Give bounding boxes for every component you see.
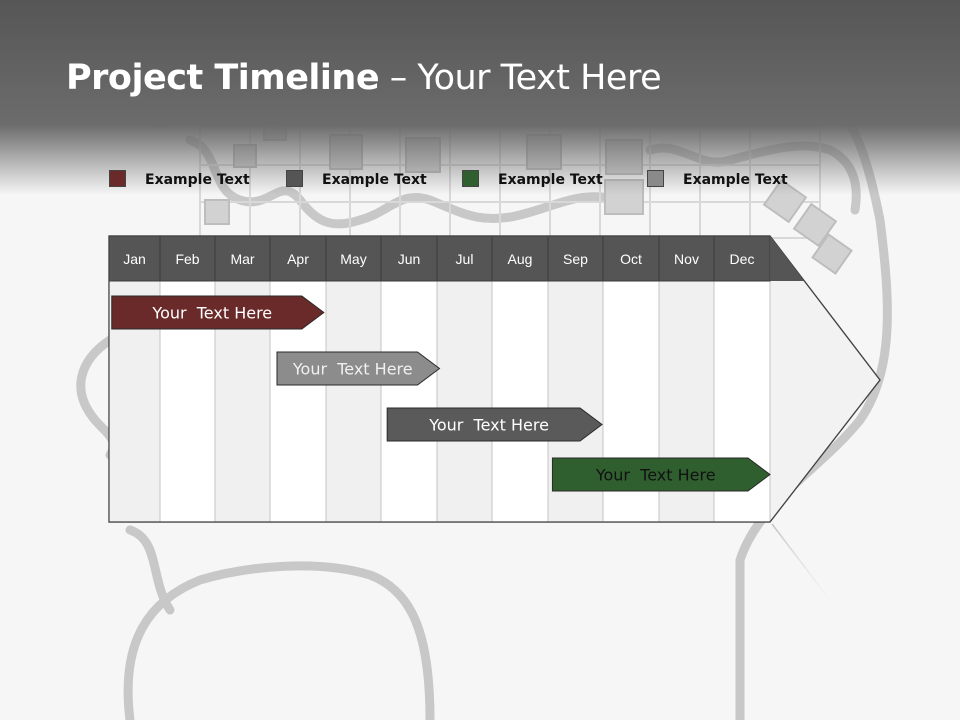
title-rest: – Your Text Here bbox=[379, 58, 662, 98]
legend-label-4: Example Text bbox=[683, 172, 788, 188]
legend-swatch-1 bbox=[109, 170, 126, 187]
task-bar-shape-3 bbox=[386, 407, 603, 442]
title-bold: Project Timeline bbox=[66, 58, 380, 98]
task-bar-label-2: Your Text Here bbox=[292, 360, 413, 379]
month-column-aug bbox=[491, 280, 549, 523]
month-column-jul bbox=[436, 280, 493, 523]
month-header-cell-nov bbox=[658, 235, 715, 282]
month-label-mar: Mar bbox=[230, 251, 254, 267]
task-bar-shape-1 bbox=[111, 295, 325, 330]
legend-label-2: Example Text bbox=[322, 172, 427, 188]
legend-label-1: Example Text bbox=[145, 172, 250, 188]
month-header: Jan Feb Mar Apr May Jun Jul Aug Sep Oct Nov Dec bbox=[108, 235, 771, 282]
month-label-jun: Jun bbox=[398, 251, 421, 267]
month-label-jan: Jan bbox=[123, 251, 146, 267]
month-label-nov: Nov bbox=[674, 251, 699, 267]
month-label-feb: Feb bbox=[175, 251, 199, 267]
task-bar-3[interactable]: Your Text Here bbox=[386, 407, 603, 442]
maze-path-1 bbox=[185, 135, 625, 229]
maze-path-3 bbox=[125, 525, 175, 615]
legend-label-3: Example Text bbox=[498, 172, 603, 188]
task-bar-label-3: Your Text Here bbox=[428, 416, 549, 435]
timeline-arrow-outline bbox=[108, 235, 881, 523]
month-label-may: May bbox=[340, 251, 366, 267]
header-band bbox=[0, 0, 960, 195]
month-header-cell-may bbox=[325, 235, 382, 282]
legend-swatch-4 bbox=[647, 170, 664, 187]
task-bar-2[interactable]: Your Text Here bbox=[276, 351, 441, 386]
month-label-dec: Dec bbox=[730, 251, 755, 267]
month-header-cell-aug bbox=[491, 235, 549, 282]
head-outline-back bbox=[123, 561, 435, 720]
month-label-sep: Sep bbox=[563, 251, 588, 267]
month-column-jun bbox=[380, 280, 438, 523]
month-header-cell-apr bbox=[269, 235, 327, 282]
legend-swatch-2 bbox=[286, 170, 303, 187]
arrow-reflection-right bbox=[771, 523, 846, 621]
task-bar-4[interactable]: Your Text Here bbox=[551, 457, 771, 492]
arrow-tip-header bbox=[770, 236, 804, 281]
task-bar-1[interactable]: Your Text Here bbox=[111, 295, 325, 330]
page-title: Project Timeline – Your Text Here bbox=[66, 58, 662, 98]
task-bar-label-4: Your Text Here bbox=[595, 466, 716, 485]
month-label-jul: Jul bbox=[456, 251, 474, 267]
task-bar-shape-2 bbox=[276, 351, 441, 386]
month-label-aug: Aug bbox=[508, 251, 533, 267]
month-label-oct: Oct bbox=[620, 251, 642, 267]
legend-swatch-3 bbox=[462, 170, 479, 187]
month-label-apr: Apr bbox=[287, 251, 309, 267]
month-column-may bbox=[325, 280, 382, 523]
task-bar-shape-4 bbox=[551, 457, 771, 492]
task-bar-label-1: Your Text Here bbox=[151, 304, 272, 323]
